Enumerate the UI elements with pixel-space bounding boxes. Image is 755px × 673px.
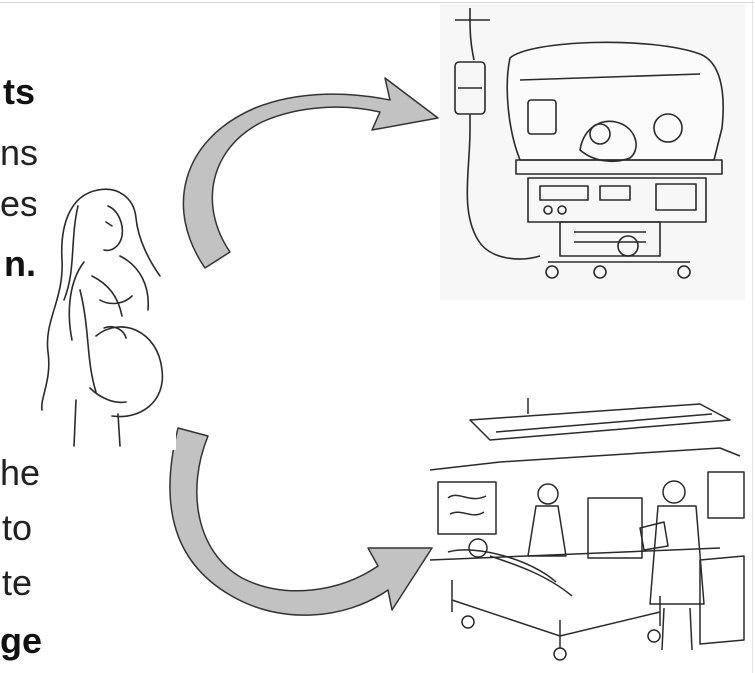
- incubator-illustration: [440, 4, 745, 300]
- pregnant-woman-illustration: [36, 170, 176, 450]
- curved-arrow-bottom-icon: [170, 428, 432, 615]
- hospital-room-illustration: [430, 398, 744, 660]
- curved-arrow-top-icon: [183, 78, 438, 268]
